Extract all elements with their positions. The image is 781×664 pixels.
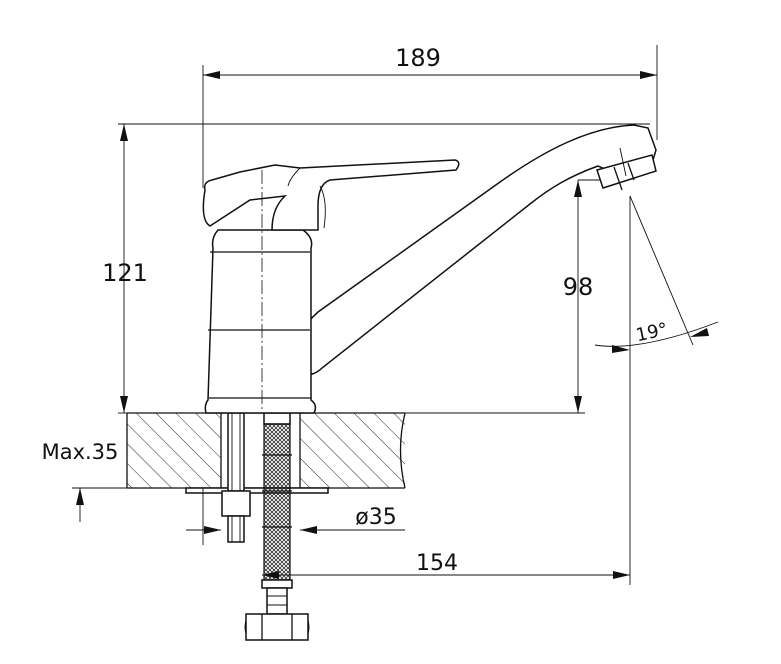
overall-width-label: 189 [395, 44, 441, 72]
supply-hose [244, 412, 310, 641]
dimension-max-thickness: Max.35 [42, 440, 119, 522]
spout-height-label: 98 [563, 273, 594, 301]
dimension-spout-reach: 154 [262, 551, 630, 579]
faucet-body [202, 124, 657, 414]
spout-reach-label: 154 [416, 551, 458, 576]
dimension-hole-diameter: ø35 [186, 505, 405, 534]
spout-angle-label: 19° [634, 319, 670, 346]
overall-height-label: 121 [102, 259, 148, 287]
max-thickness-label: Max.35 [42, 440, 119, 464]
dimension-overall-width: 189 [203, 44, 657, 79]
extension-lines [72, 45, 694, 585]
dimension-overall-height: 121 [102, 124, 148, 413]
dimension-spout-height: 98 [563, 180, 594, 413]
countertop-section [126, 412, 406, 494]
hole-diameter-label: ø35 [355, 505, 396, 530]
mounting-stud [221, 412, 251, 543]
dimension-spout-angle: 19° [594, 319, 719, 353]
